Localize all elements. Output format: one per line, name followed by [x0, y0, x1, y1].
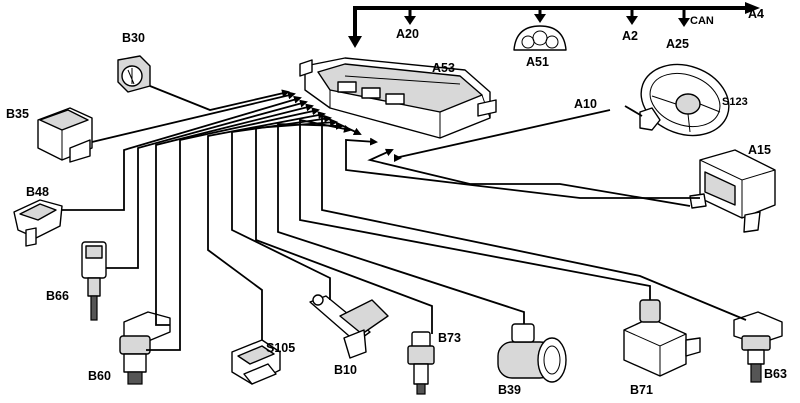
- sensor-b60-icon: [119, 311, 171, 385]
- label-b10: B10: [334, 363, 357, 377]
- switch-s105-icon: [231, 339, 281, 385]
- label-b71: B71: [630, 383, 653, 397]
- sensor-b66-icon: [81, 241, 107, 321]
- wire-harness: [62, 85, 747, 351]
- label-b35: B35: [6, 107, 29, 121]
- bus-line: [353, 6, 745, 40]
- can-bus: [348, 2, 760, 48]
- label-s123: S123: [722, 96, 748, 108]
- sensor-b35-icon: [37, 107, 93, 163]
- bus-arrow-a20: [404, 16, 416, 25]
- bus-arrow-a51: [534, 14, 546, 23]
- label-a10: A10: [574, 97, 597, 111]
- label-a25: A25: [666, 37, 689, 51]
- sensor-b48-icon: [13, 199, 63, 247]
- module-a15-icon: [689, 149, 776, 233]
- bus-arrow-a53: [348, 36, 362, 48]
- label-a15: A15: [748, 143, 771, 157]
- label-b63: B63: [764, 367, 787, 381]
- sensor-b71-icon: [623, 299, 701, 377]
- label-b73: B73: [438, 331, 461, 345]
- label-a2: A2: [622, 29, 638, 43]
- bus-arrow-a25: [678, 18, 690, 27]
- label-b30: B30: [122, 31, 145, 45]
- label-b66: B66: [46, 289, 69, 303]
- label-b39: B39: [498, 383, 521, 397]
- control-unit-a53-icon: [299, 57, 497, 139]
- label-b48: B48: [26, 185, 49, 199]
- label-s105: S105: [266, 341, 295, 355]
- label-a4: A4: [748, 7, 764, 21]
- sensor-b39-icon: [497, 323, 567, 383]
- label-b60: B60: [88, 369, 111, 383]
- label-a51: A51: [526, 55, 549, 69]
- bus-arrow-a2: [626, 16, 638, 25]
- bus-arrow-a4: [745, 2, 760, 14]
- sensor-b10-icon: [309, 294, 389, 359]
- steering-wheel-switch-icon: [624, 63, 730, 137]
- sensor-b30-icon: [117, 55, 151, 93]
- label-a53: A53: [432, 61, 455, 75]
- instrument-cluster-icon: [513, 25, 567, 51]
- label-a20: A20: [396, 27, 419, 41]
- sensor-b73-icon: [407, 331, 435, 395]
- label-can: CAN: [690, 15, 714, 27]
